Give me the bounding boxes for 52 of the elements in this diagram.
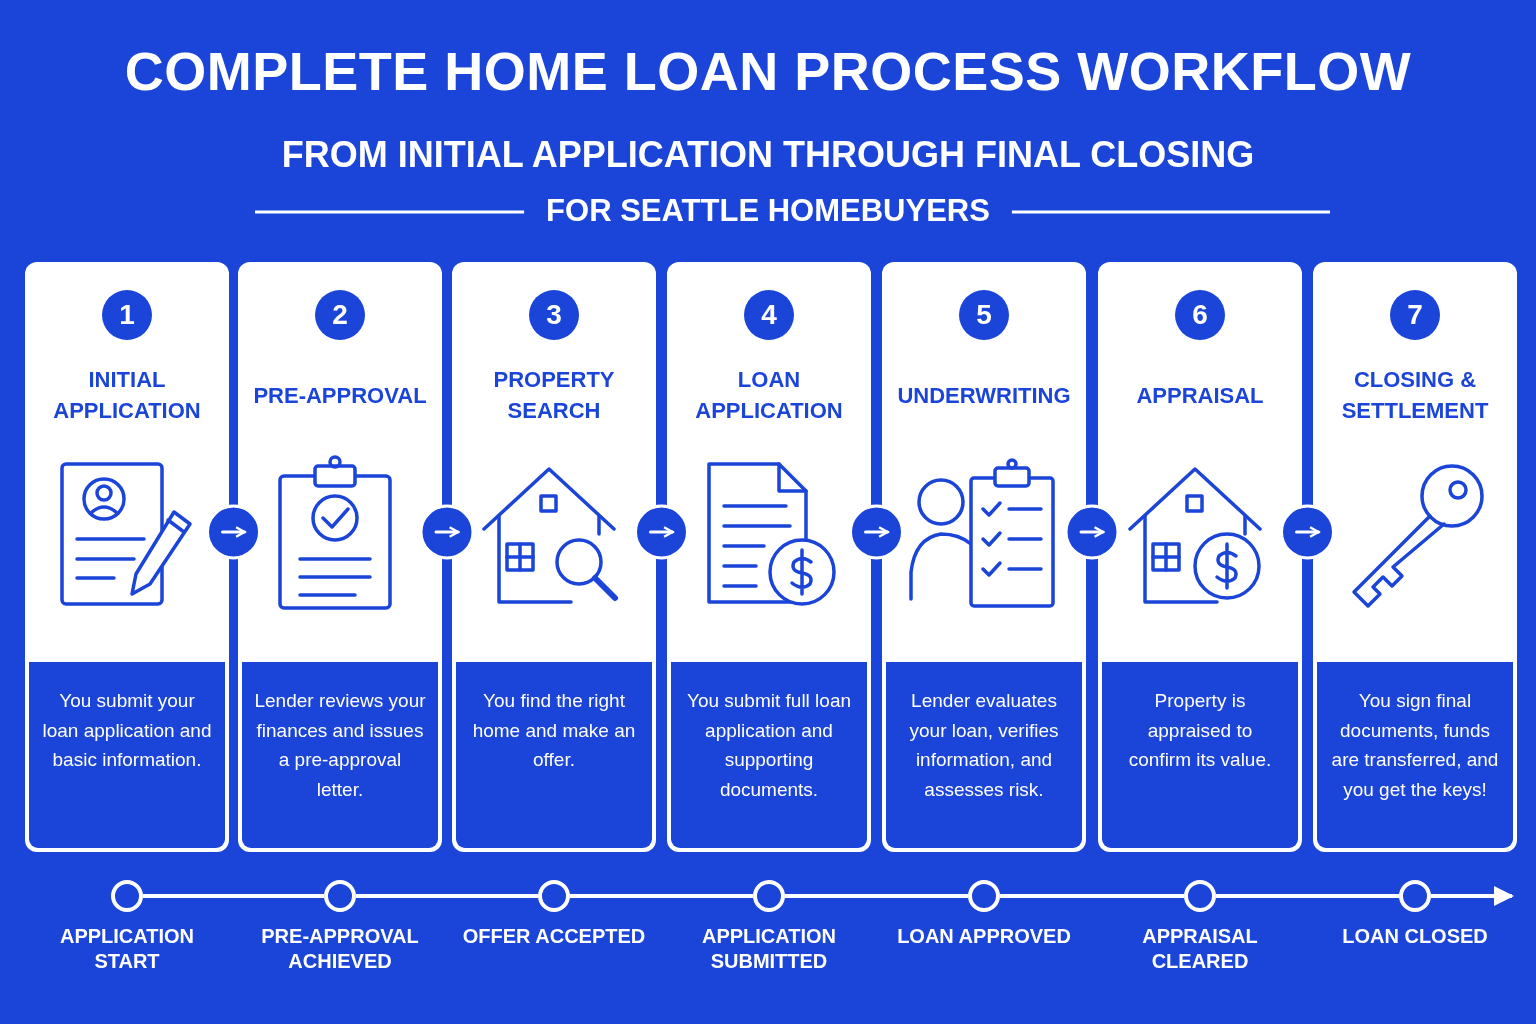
milestone-circle: [753, 880, 785, 912]
step-number: 4: [744, 290, 794, 340]
timeline-line: [570, 894, 753, 898]
milestone-circle: [538, 880, 570, 912]
step-title: APPRAISAL: [1136, 381, 1264, 410]
milestone-label: APPRAISAL CLEARED: [1141, 924, 1259, 974]
timeline-line: [1216, 894, 1399, 898]
milestone-label: LOAN CLOSED: [1341, 924, 1489, 949]
timeline-line: [143, 894, 324, 898]
step-title: INITIAL APPLICATION: [52, 366, 202, 425]
timeline-line: [785, 894, 968, 898]
step-description: You find the right home and make an offer.: [471, 689, 637, 772]
timeline-line: [356, 894, 538, 898]
step-card: [667, 262, 871, 852]
milestone-label: OFFER ACCEPTED: [461, 924, 647, 949]
step-title: CLOSING & SETTLEMENT: [1340, 366, 1490, 425]
step-card: [1098, 262, 1302, 852]
step-number: 1: [102, 290, 152, 340]
milestone-circle: [111, 880, 143, 912]
step-description: Lender evaluates your loan, verifies information, and assesses risk.: [908, 689, 1060, 802]
milestone-label: PRE-APPROVAL ACHIEVED: [260, 924, 420, 974]
step-number: 6: [1175, 290, 1225, 340]
step-description: Property is appraised to confirm its value.: [1127, 689, 1273, 772]
step-card: [25, 262, 229, 852]
step-title: LOAN APPLICATION: [694, 366, 844, 425]
step-number: 2: [315, 290, 365, 340]
step-card: [882, 262, 1086, 852]
step-title: PROPERTY SEARCH: [492, 366, 616, 425]
step-card: [452, 262, 656, 852]
milestone-circle: [324, 880, 356, 912]
title: COMPLETE HOME LOAN PROCESS WORKFLOW: [123, 40, 1413, 102]
step-number: 3: [529, 290, 579, 340]
step-card: [238, 262, 442, 852]
step-number: 7: [1390, 290, 1440, 340]
milestone-circle: [968, 880, 1000, 912]
step-title: UNDERWRITING: [897, 381, 1071, 410]
milestone-circle: [1184, 880, 1216, 912]
step-description: You submit your loan application and basic information.: [41, 689, 213, 772]
step-number: 5: [959, 290, 1009, 340]
step-description: Lender reviews your finances and issues a pre-approval letter.: [254, 689, 426, 802]
step-description: You sign final documents, funds are transferred, and you get the keys!: [1330, 689, 1500, 802]
timeline-line: [1000, 894, 1184, 898]
step-card: [1313, 262, 1517, 852]
timeline-arrow: [1431, 886, 1514, 906]
step-title: PRE-APPROVAL: [253, 381, 427, 410]
milestone-circle: [1399, 880, 1431, 912]
subtitle: FOR SEATTLE HOMEBUYERS: [546, 193, 990, 229]
milestone-label: APPLICATION SUBMITTED: [700, 924, 838, 974]
milestone-label: LOAN APPROVED: [896, 924, 1072, 949]
subtitle: FROM INITIAL APPLICATION THROUGH FINAL CLOSING: [280, 134, 1256, 176]
milestone-label: APPLICATION START: [58, 924, 196, 974]
step-description: You submit full loan application and supporting documents.: [685, 689, 853, 802]
